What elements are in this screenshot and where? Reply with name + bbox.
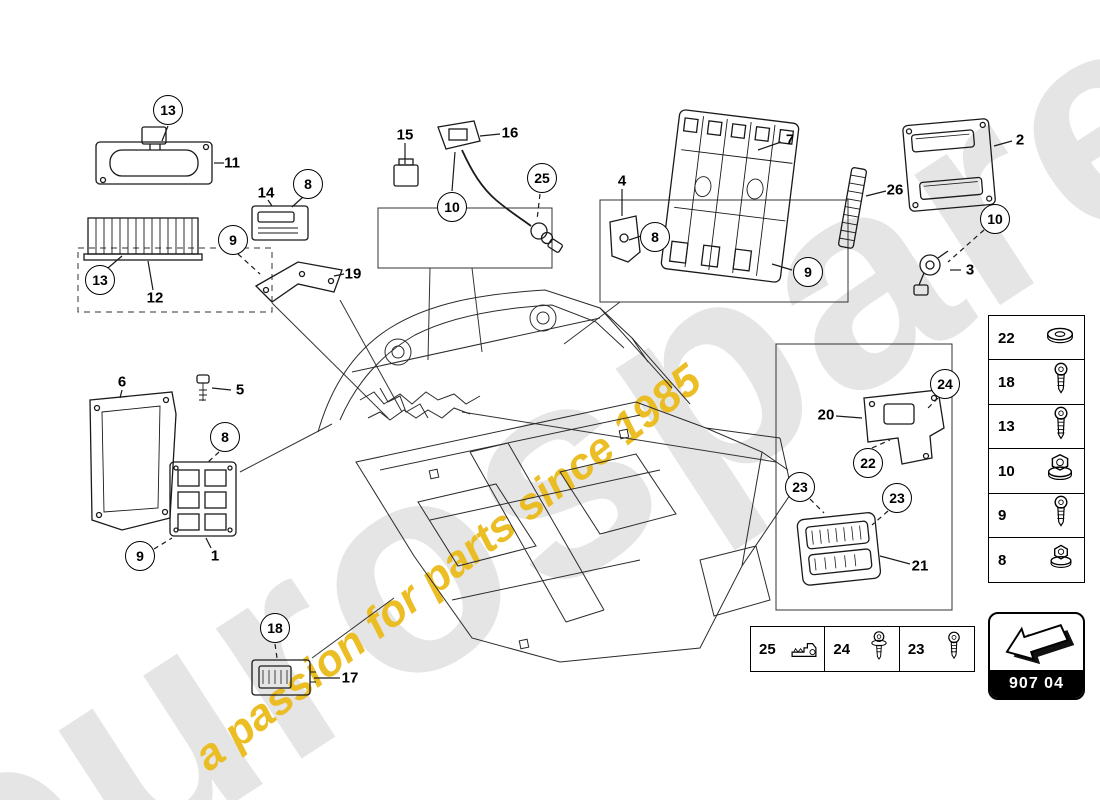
flange-nut-icon (1041, 450, 1079, 493)
screw-icon (1043, 406, 1079, 447)
screw-icon (1043, 495, 1079, 536)
fastener-row: 22 (988, 315, 1085, 361)
fastener-row: 8 (988, 537, 1085, 584)
part-4-bracket (609, 215, 641, 263)
callout-13[interactable]: 13 (85, 265, 115, 295)
fastener-row: 10 (988, 448, 1085, 495)
arrow-up-left-icon (990, 614, 1083, 670)
fastener-row: 18 (988, 359, 1085, 406)
callout-9[interactable]: 9 (793, 257, 823, 287)
callout-9[interactable]: 9 (125, 541, 155, 571)
bottom-fastener-table: 25 24 23 (750, 626, 975, 672)
part-2-control-unit (902, 118, 996, 212)
fastener-number: 24 (833, 640, 851, 658)
flange-nut-icon (1043, 540, 1079, 581)
screw-washer-icon (863, 630, 895, 668)
callout-8[interactable]: 8 (640, 222, 670, 252)
group-boxes (77, 199, 953, 611)
callout-13[interactable]: 13 (153, 95, 183, 125)
fastener-number: 25 (759, 640, 776, 658)
fastener-row: 13 (988, 403, 1085, 450)
callout-22[interactable]: 22 (853, 448, 883, 478)
part-21-control-unit (796, 512, 882, 586)
fastener-number: 9 (998, 507, 1007, 525)
fastener-table: 22 18 13 10 9 8 (988, 315, 1085, 584)
part-5-stud (196, 374, 210, 401)
callout-23[interactable]: 23 (785, 472, 815, 502)
part-17-control-unit (251, 659, 316, 696)
fastener-cell: 24 (824, 626, 901, 672)
fastener-number: 10 (998, 462, 1015, 480)
fastener-cell: 25 (750, 626, 826, 672)
callout-10[interactable]: 10 (980, 204, 1010, 234)
callout-24[interactable]: 24 (930, 369, 960, 399)
callout-9[interactable]: 9 (218, 225, 248, 255)
fastener-number: 18 (998, 373, 1015, 391)
chassis-drawing (317, 289, 793, 663)
part-1-control-unit (169, 461, 237, 537)
parts-drawings (83, 109, 996, 696)
callout-18[interactable]: 18 (260, 613, 290, 643)
callout-25[interactable]: 25 (527, 163, 557, 193)
part-7-fuse-carrier (660, 109, 800, 283)
part-6-mounting-plate (89, 391, 177, 531)
page-code: 907 04 (990, 670, 1083, 698)
clip-icon (787, 630, 821, 669)
part-14-control-unit (251, 205, 309, 241)
screw-icon (938, 631, 970, 668)
screw-icon (1043, 362, 1079, 403)
callout-10[interactable]: 10 (437, 192, 467, 222)
fastener-row: 9 (988, 492, 1085, 539)
leader-lines (107, 125, 1013, 679)
washer-icon (1041, 317, 1079, 360)
page-code-box: 907 04 (988, 612, 1085, 700)
part-15-relay (393, 158, 419, 187)
fastener-number: 23 (907, 640, 925, 658)
fastener-number: 22 (998, 329, 1015, 347)
chassis-leader-lines (239, 267, 777, 659)
part-3-sensor (913, 250, 949, 296)
part-20-bracket (863, 389, 945, 465)
callout-23[interactable]: 23 (882, 483, 912, 513)
part-19-bracket (254, 261, 343, 303)
fastener-number: 8 (998, 551, 1007, 569)
part-12-amplifier (83, 217, 203, 261)
callout-8[interactable]: 8 (210, 422, 240, 452)
fastener-number: 13 (998, 418, 1015, 436)
part-11-relay-plate (95, 126, 213, 185)
part-16-sensor-cable (437, 120, 563, 253)
part-26-cable-duct (838, 167, 868, 249)
callout-8[interactable]: 8 (293, 169, 323, 199)
fastener-cell: 23 (898, 626, 975, 672)
